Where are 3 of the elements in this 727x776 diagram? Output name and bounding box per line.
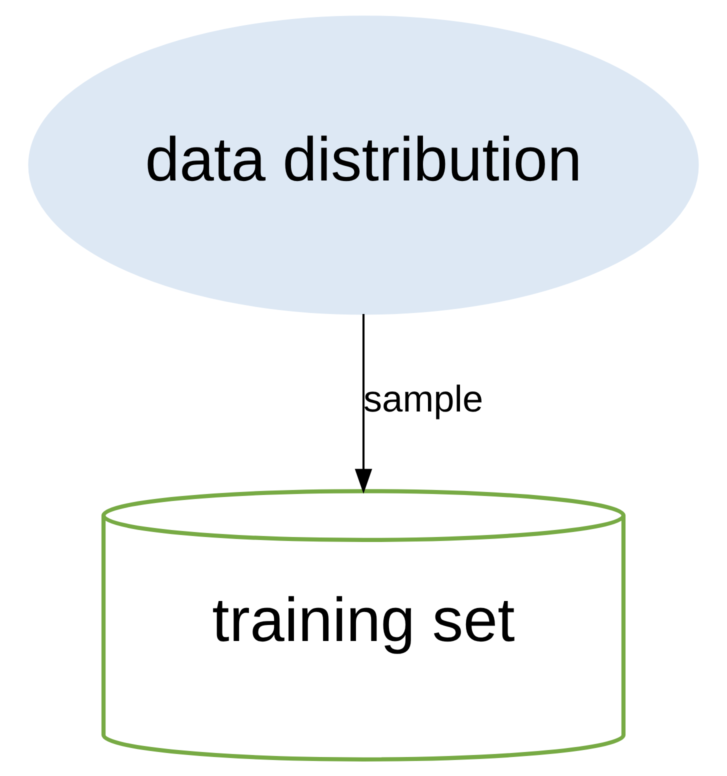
edge-label: sample (363, 378, 484, 420)
arrow (354, 314, 372, 494)
node-ellipse: data distribution (28, 16, 699, 315)
